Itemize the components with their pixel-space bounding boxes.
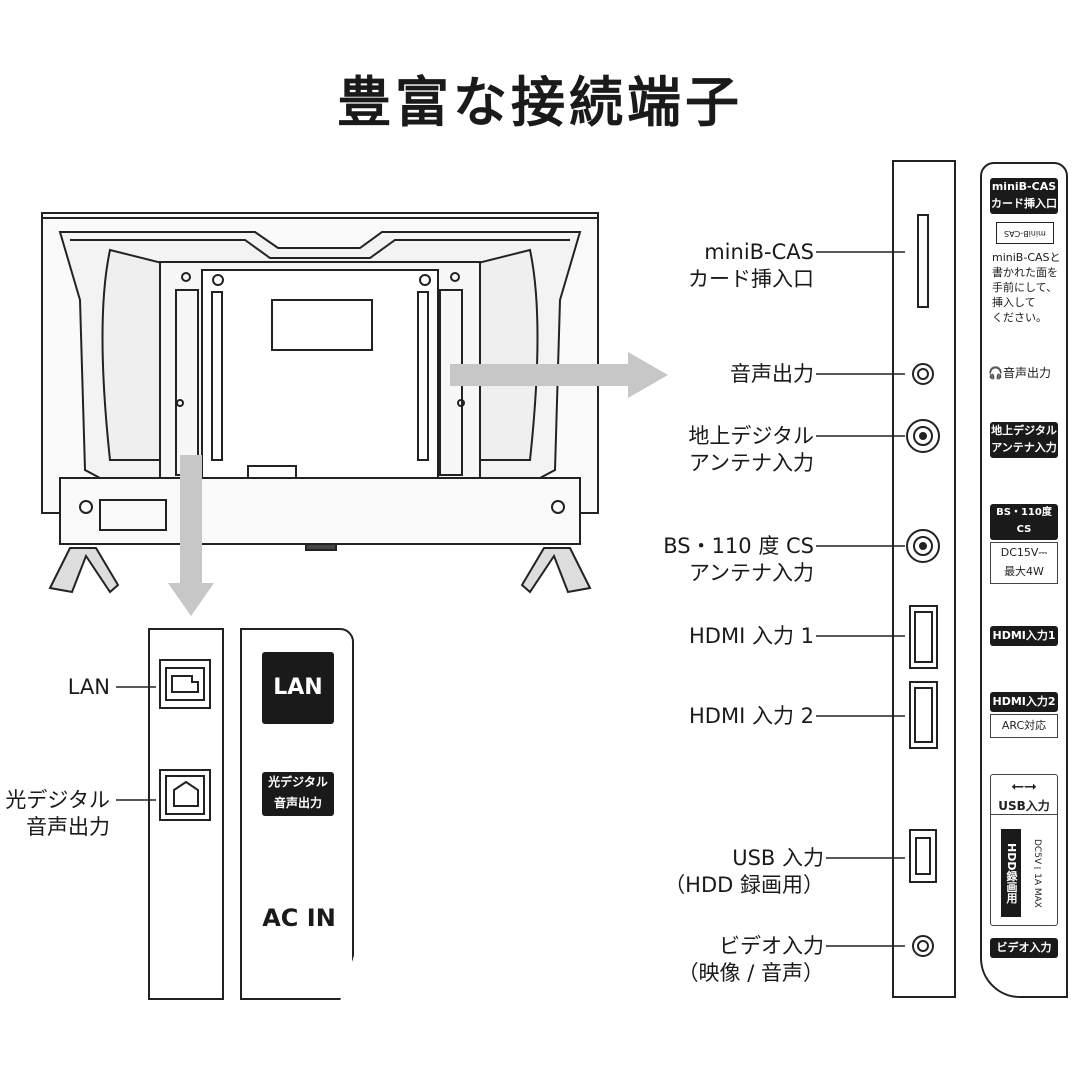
minib-cas-note: miniB-CASと書かれた面を 手前にして、挿入して ください。 xyxy=(992,251,1061,324)
hdmi2-tag: HDMI入力2 xyxy=(990,692,1058,712)
connector-label-hdmi2: HDMI 入力 2 xyxy=(689,704,814,728)
connector-label-usb: USB 入力（HDD 録画用） xyxy=(664,846,824,897)
usb-icon: ⭠⭢ xyxy=(1011,776,1037,795)
hdmi2-arc: ARC対応 xyxy=(990,714,1058,738)
headphone-icon: 🎧 xyxy=(988,366,1003,380)
arrow-to-side-panel xyxy=(450,352,668,398)
side-leader-lines xyxy=(816,251,905,947)
lan-tag: LAN xyxy=(262,652,334,724)
connector-label-video-in: ビデオ入力（映像 / 音声） xyxy=(677,934,824,985)
arrow-to-bottom-panel xyxy=(168,455,214,616)
ac-in-label: AC IN xyxy=(262,904,336,932)
connector-label-audio-out: 音声出力 xyxy=(730,362,814,386)
connector-label-optical: 光デジタル音声出力 xyxy=(5,788,110,839)
video-in-tag: ビデオ入力 xyxy=(990,938,1058,958)
bottom-label-card: LAN 光デジタル音声出力 AC IN xyxy=(240,628,354,1000)
tv-rear-body xyxy=(41,212,599,594)
side-panel-ports xyxy=(906,214,940,957)
bottom-terminal-strip xyxy=(148,628,224,1000)
optical-tag: 光デジタル音声出力 xyxy=(262,772,334,816)
bottom-panel-ports xyxy=(159,659,211,821)
connector-label-hdmi1: HDMI 入力 1 xyxy=(689,624,814,648)
hdmi1-tag: HDMI入力1 xyxy=(990,626,1058,646)
audio-out-tag: 🎧音声出力 xyxy=(988,366,1051,380)
bs-power-spec: DC15V⎓最大4W xyxy=(990,542,1058,584)
minib-cas-card-icon: miniB-CAS xyxy=(996,222,1054,244)
connector-label-lan: LAN xyxy=(67,675,110,699)
connector-label-terrestrial-antenna: 地上デジタルアンテナ入力 xyxy=(688,424,814,475)
usb-block: ⭠⭢ USB入力 HDD録画用 DC5V⎓1A MAX xyxy=(990,774,1058,926)
side-terminal-strip xyxy=(892,160,956,998)
terrestrial-tag: 地上デジタルアンテナ入力 xyxy=(990,422,1058,458)
page-title: 豊富な接続端子 xyxy=(337,71,743,134)
